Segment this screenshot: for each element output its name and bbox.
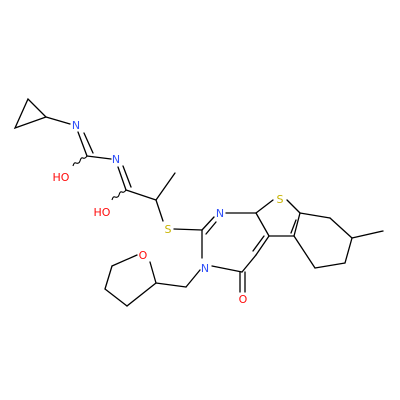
bond	[286, 199, 301, 214]
wavy-bonds	[72, 155, 127, 201]
bond	[290, 219, 297, 234]
bond	[205, 221, 217, 235]
bond	[104, 265, 113, 290]
bond	[149, 261, 157, 284]
bond	[211, 265, 243, 273]
bond	[122, 165, 132, 188]
bond	[314, 262, 346, 269]
bond	[86, 155, 112, 160]
bond	[173, 228, 203, 231]
atom-o1: O	[239, 293, 248, 306]
bond	[125, 189, 157, 201]
bond	[255, 235, 270, 256]
bonds	[13, 97, 384, 307]
bond	[201, 216, 215, 231]
atom-s2: S	[277, 193, 284, 206]
bond	[104, 288, 128, 307]
bond	[293, 235, 316, 269]
bond	[13, 97, 48, 130]
atom-o2: O	[139, 249, 148, 262]
atom-labels: N N HO HO S N S N O O	[53, 119, 284, 306]
bond	[117, 166, 127, 191]
bond	[255, 199, 274, 214]
bond	[255, 212, 270, 237]
atom-oh1: HO	[53, 171, 70, 184]
bond	[329, 217, 353, 239]
wavy-bond	[72, 155, 88, 167]
bond	[77, 131, 88, 157]
atom-oh2: HO	[94, 206, 111, 219]
bond	[252, 235, 265, 252]
bond	[126, 282, 157, 307]
bond	[83, 132, 94, 154]
atom-n2: N	[112, 153, 120, 166]
bond	[45, 116, 71, 125]
bond	[241, 254, 257, 273]
bond	[111, 254, 138, 267]
bond	[299, 212, 331, 219]
bond	[185, 269, 201, 288]
bond	[351, 230, 384, 239]
bond	[155, 282, 187, 288]
bond	[155, 172, 176, 201]
bond	[344, 237, 353, 264]
atom-n4: N	[201, 262, 209, 275]
atom-s1: S	[165, 223, 172, 236]
bond	[293, 212, 301, 237]
atom-n1: N	[72, 119, 80, 132]
atom-n3: N	[216, 207, 224, 220]
bond	[155, 199, 164, 222]
wavy-bond	[111, 189, 127, 201]
